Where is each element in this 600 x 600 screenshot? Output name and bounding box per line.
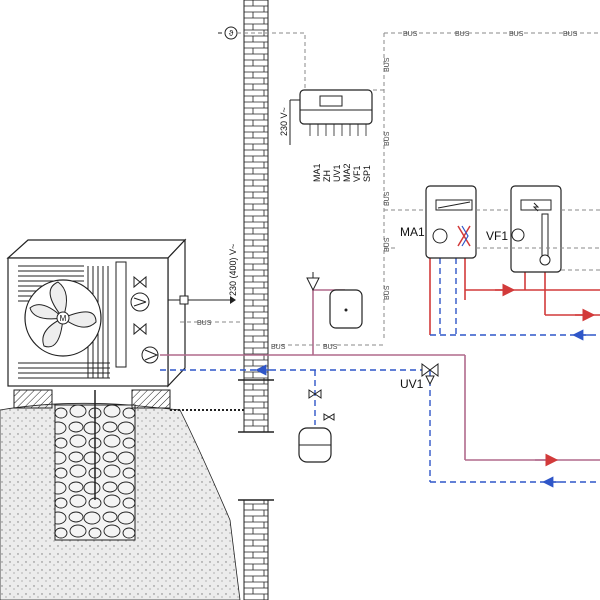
bus-label: BUS	[271, 344, 286, 351]
foundation-left	[13, 389, 53, 409]
voltage-label-controller: 230 V~	[279, 107, 289, 136]
fan-motor-label: M	[60, 314, 67, 323]
terminal-label: MA2	[342, 163, 352, 182]
bus-label: BUS	[384, 57, 391, 72]
mixer-module-ma1	[425, 185, 477, 259]
bus-label: BUS	[563, 31, 578, 38]
bus-label: BUS	[509, 31, 524, 38]
expansion-vessel-lower	[298, 427, 332, 463]
sensor-module-vf1	[510, 185, 562, 273]
fan-icon: M	[24, 279, 102, 357]
compressor-icon	[130, 292, 150, 312]
bus-label: BUS	[455, 31, 470, 38]
outdoor-sensor-symbol: ϑ	[229, 29, 234, 38]
bus-label: BUS	[384, 285, 391, 300]
safety-valve-icon	[306, 272, 320, 292]
ground	[0, 389, 245, 600]
expansion-valve-icon	[133, 275, 147, 289]
bus-label: BUS	[323, 344, 338, 351]
bus-label: BUS	[403, 31, 418, 38]
bus-label: BUS	[384, 131, 391, 146]
coil-grille	[18, 265, 110, 379]
mixer-label: MA1	[400, 225, 425, 239]
bus-label: BUS	[384, 191, 391, 206]
diverter-valve-label: UV1	[400, 377, 424, 391]
sensor-icon-vf1	[511, 228, 525, 242]
bus-labels: BUS BUS BUS BUS BUS BUS BUS BUS BUS BUS …	[197, 31, 578, 351]
terminal-label: MA1	[312, 163, 322, 182]
diverter-valve-uv1	[421, 363, 439, 386]
terminal-label: UV1	[332, 164, 342, 182]
terminal-labels: MA1 ZH UV1 MA2 VF1 SP1	[312, 163, 372, 182]
terminal-label: VF1	[352, 165, 362, 182]
foundation-right	[131, 389, 171, 409]
voltage-label-heat-pump: 230 (400) V~	[228, 244, 238, 296]
bus-label: BUS	[197, 320, 212, 327]
refrigerant-manifold	[115, 261, 127, 368]
expansion-vessel-upper	[329, 289, 363, 329]
outdoor-heat-pump-unit: M	[6, 238, 236, 388]
outdoor-sensor-icon: ϑ	[218, 26, 238, 40]
bus-wiring	[180, 32, 600, 346]
sensor-label: VF1	[486, 229, 508, 243]
controller-unit	[289, 89, 373, 145]
bus-label: BUS	[384, 237, 391, 252]
pipework	[160, 255, 600, 488]
brick-wall	[238, 0, 274, 600]
check-valve-icon	[133, 322, 147, 336]
circulation-pump-icon	[141, 346, 159, 364]
terminal-label: SP1	[362, 165, 372, 182]
terminal-label: ZH	[322, 170, 332, 182]
valve-icon	[308, 389, 335, 421]
